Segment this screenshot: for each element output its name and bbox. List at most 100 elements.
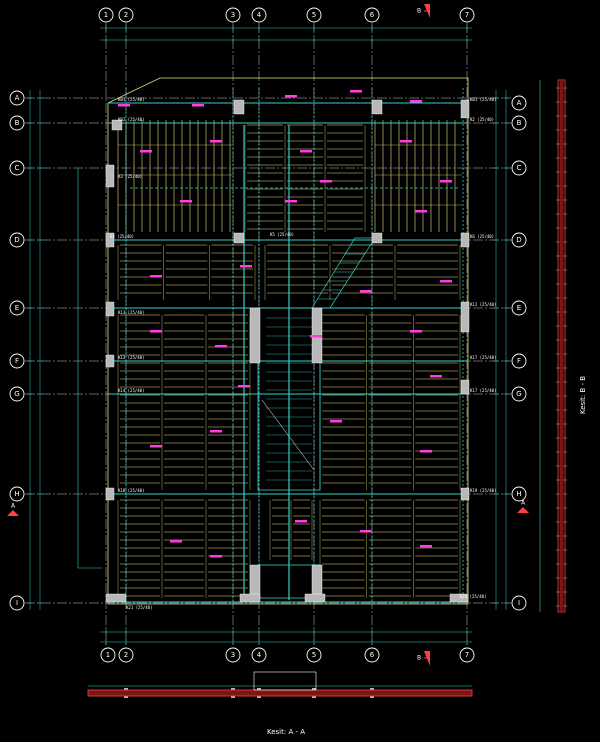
axis-bubble-top-3: 3 xyxy=(225,7,241,23)
axis-bubble-top-6: 6 xyxy=(364,7,380,23)
axis-label: 1 xyxy=(106,651,110,659)
reinforcement-tag xyxy=(170,540,182,543)
beam-label: K14 (25/40) xyxy=(118,388,145,393)
axis-label: 7 xyxy=(465,11,469,19)
axis-bubbles-bottom: 1 2 3 4 5 6 7 xyxy=(100,647,475,663)
axis-bubble-top-4: 4 xyxy=(251,7,267,23)
reinforcement-tag xyxy=(192,104,204,107)
section-bb: Kesit: B - B xyxy=(539,79,587,613)
axis-bubble-top-2: 2 xyxy=(118,7,134,23)
axis-label: G xyxy=(516,390,521,398)
axis-bubble-top-1: 1 xyxy=(98,7,114,23)
reinforcement-tag xyxy=(310,335,322,338)
axis-label: H xyxy=(516,490,521,498)
column xyxy=(460,301,470,333)
beam-label: K13 (25/40) xyxy=(118,355,145,360)
column xyxy=(239,593,261,603)
beam-label: K21 (25/40) xyxy=(126,605,153,610)
column xyxy=(105,164,115,188)
axis-label: 6 xyxy=(370,651,375,659)
axis-bubble-bottom-5: 5 xyxy=(306,647,322,663)
cantilever-outline xyxy=(77,168,102,569)
axis-label: C xyxy=(15,164,20,172)
axis-bubble-right-B: B xyxy=(511,115,527,131)
axis-label: E xyxy=(517,304,521,312)
beam-label: K19 (25/40) xyxy=(470,488,497,493)
axis-bubble-left-H: H xyxy=(9,486,25,502)
axis-label: 5 xyxy=(312,11,316,19)
reinforcement-tag xyxy=(150,445,162,448)
axis-label: 4 xyxy=(257,651,262,659)
tag-layer xyxy=(118,90,452,558)
axis-bubble-left-C: C xyxy=(9,160,25,176)
axis-label: A xyxy=(517,99,522,107)
axis-label: F xyxy=(517,357,521,365)
beam-label: K18 (25/40) xyxy=(118,488,145,493)
axis-label: C xyxy=(517,164,522,172)
axis-label: D xyxy=(516,236,521,244)
reinforcement-tag xyxy=(300,150,312,153)
axis-label: B xyxy=(15,119,20,127)
axis-bubble-right-I: I xyxy=(511,595,527,611)
reinforcement-tag xyxy=(215,345,227,348)
reinforcement-tag xyxy=(350,90,362,93)
axis-label: 3 xyxy=(231,651,235,659)
reinforcement-tag xyxy=(415,210,427,213)
beam-label: K17 (25/40) xyxy=(470,388,497,393)
label-layer: KB1 (25/40)KB1 (25/40)KB2 (25/40)K2 (25/… xyxy=(110,97,497,610)
axis-bubble-right-G: G xyxy=(511,386,527,402)
reinforcement-tag xyxy=(440,180,452,183)
axis-bubble-left-B: B xyxy=(9,115,25,131)
reinforcement-tag xyxy=(420,450,432,453)
column xyxy=(105,487,115,501)
column xyxy=(105,301,115,317)
section-marker-label: A xyxy=(521,500,526,507)
axis-label: 6 xyxy=(370,11,375,19)
axis-bubble-top-7: 7 xyxy=(459,7,475,23)
reinforcement-tag xyxy=(360,290,372,293)
section-marker-a-left: A xyxy=(7,503,19,516)
section-aa-stair-core xyxy=(253,671,317,691)
beam-label: K4 (25/40) xyxy=(110,234,134,239)
section-aa-wall xyxy=(87,689,473,697)
beam-label: K24 (25/40) xyxy=(460,594,487,599)
column xyxy=(460,232,470,248)
axis-bubbles-left: A B C D E F G H I xyxy=(9,90,25,611)
section-aa-title: Kesit: A - A xyxy=(267,728,305,736)
column xyxy=(304,593,326,603)
beam-layer xyxy=(108,88,468,604)
column xyxy=(233,99,245,115)
axis-bubbles-top: 1 2 3 4 5 6 7 xyxy=(98,7,475,23)
reinforcement-tag xyxy=(285,95,297,98)
beam-label: KB2 (25/40) xyxy=(118,117,145,122)
reinforcement-tag xyxy=(410,100,422,103)
axis-bubble-left-A: A xyxy=(9,90,25,106)
section-bb-fill xyxy=(559,80,564,612)
reinforcement-tag xyxy=(180,200,192,203)
beam-label: KB1 (25/40) xyxy=(470,97,497,102)
reinforcement-tag xyxy=(140,150,152,153)
axis-label: 5 xyxy=(312,651,316,659)
column xyxy=(460,99,470,119)
beam-label: K13 (25/40) xyxy=(118,310,145,315)
column xyxy=(111,119,123,131)
beam-label: K3 (25/40) xyxy=(118,174,142,179)
reinforcement-tag xyxy=(240,265,252,268)
beam-spine xyxy=(288,125,290,600)
axis-label: D xyxy=(14,236,19,244)
section-bb-title: Kesit: B - B xyxy=(579,376,587,414)
axis-label: 3 xyxy=(231,11,235,19)
axis-label: H xyxy=(14,490,19,498)
reinforcement-tag xyxy=(295,520,307,523)
axis-bubble-right-E: E xyxy=(511,300,527,316)
reinforcement-tag xyxy=(320,180,332,183)
axis-label: 1 xyxy=(104,11,108,19)
axis-bubble-bottom-2: 2 xyxy=(118,647,134,663)
column xyxy=(105,354,115,368)
reinforcement-tag xyxy=(440,280,452,283)
reinforcement-tag xyxy=(238,385,250,388)
column xyxy=(105,232,115,248)
reinforcement-tag xyxy=(150,275,162,278)
